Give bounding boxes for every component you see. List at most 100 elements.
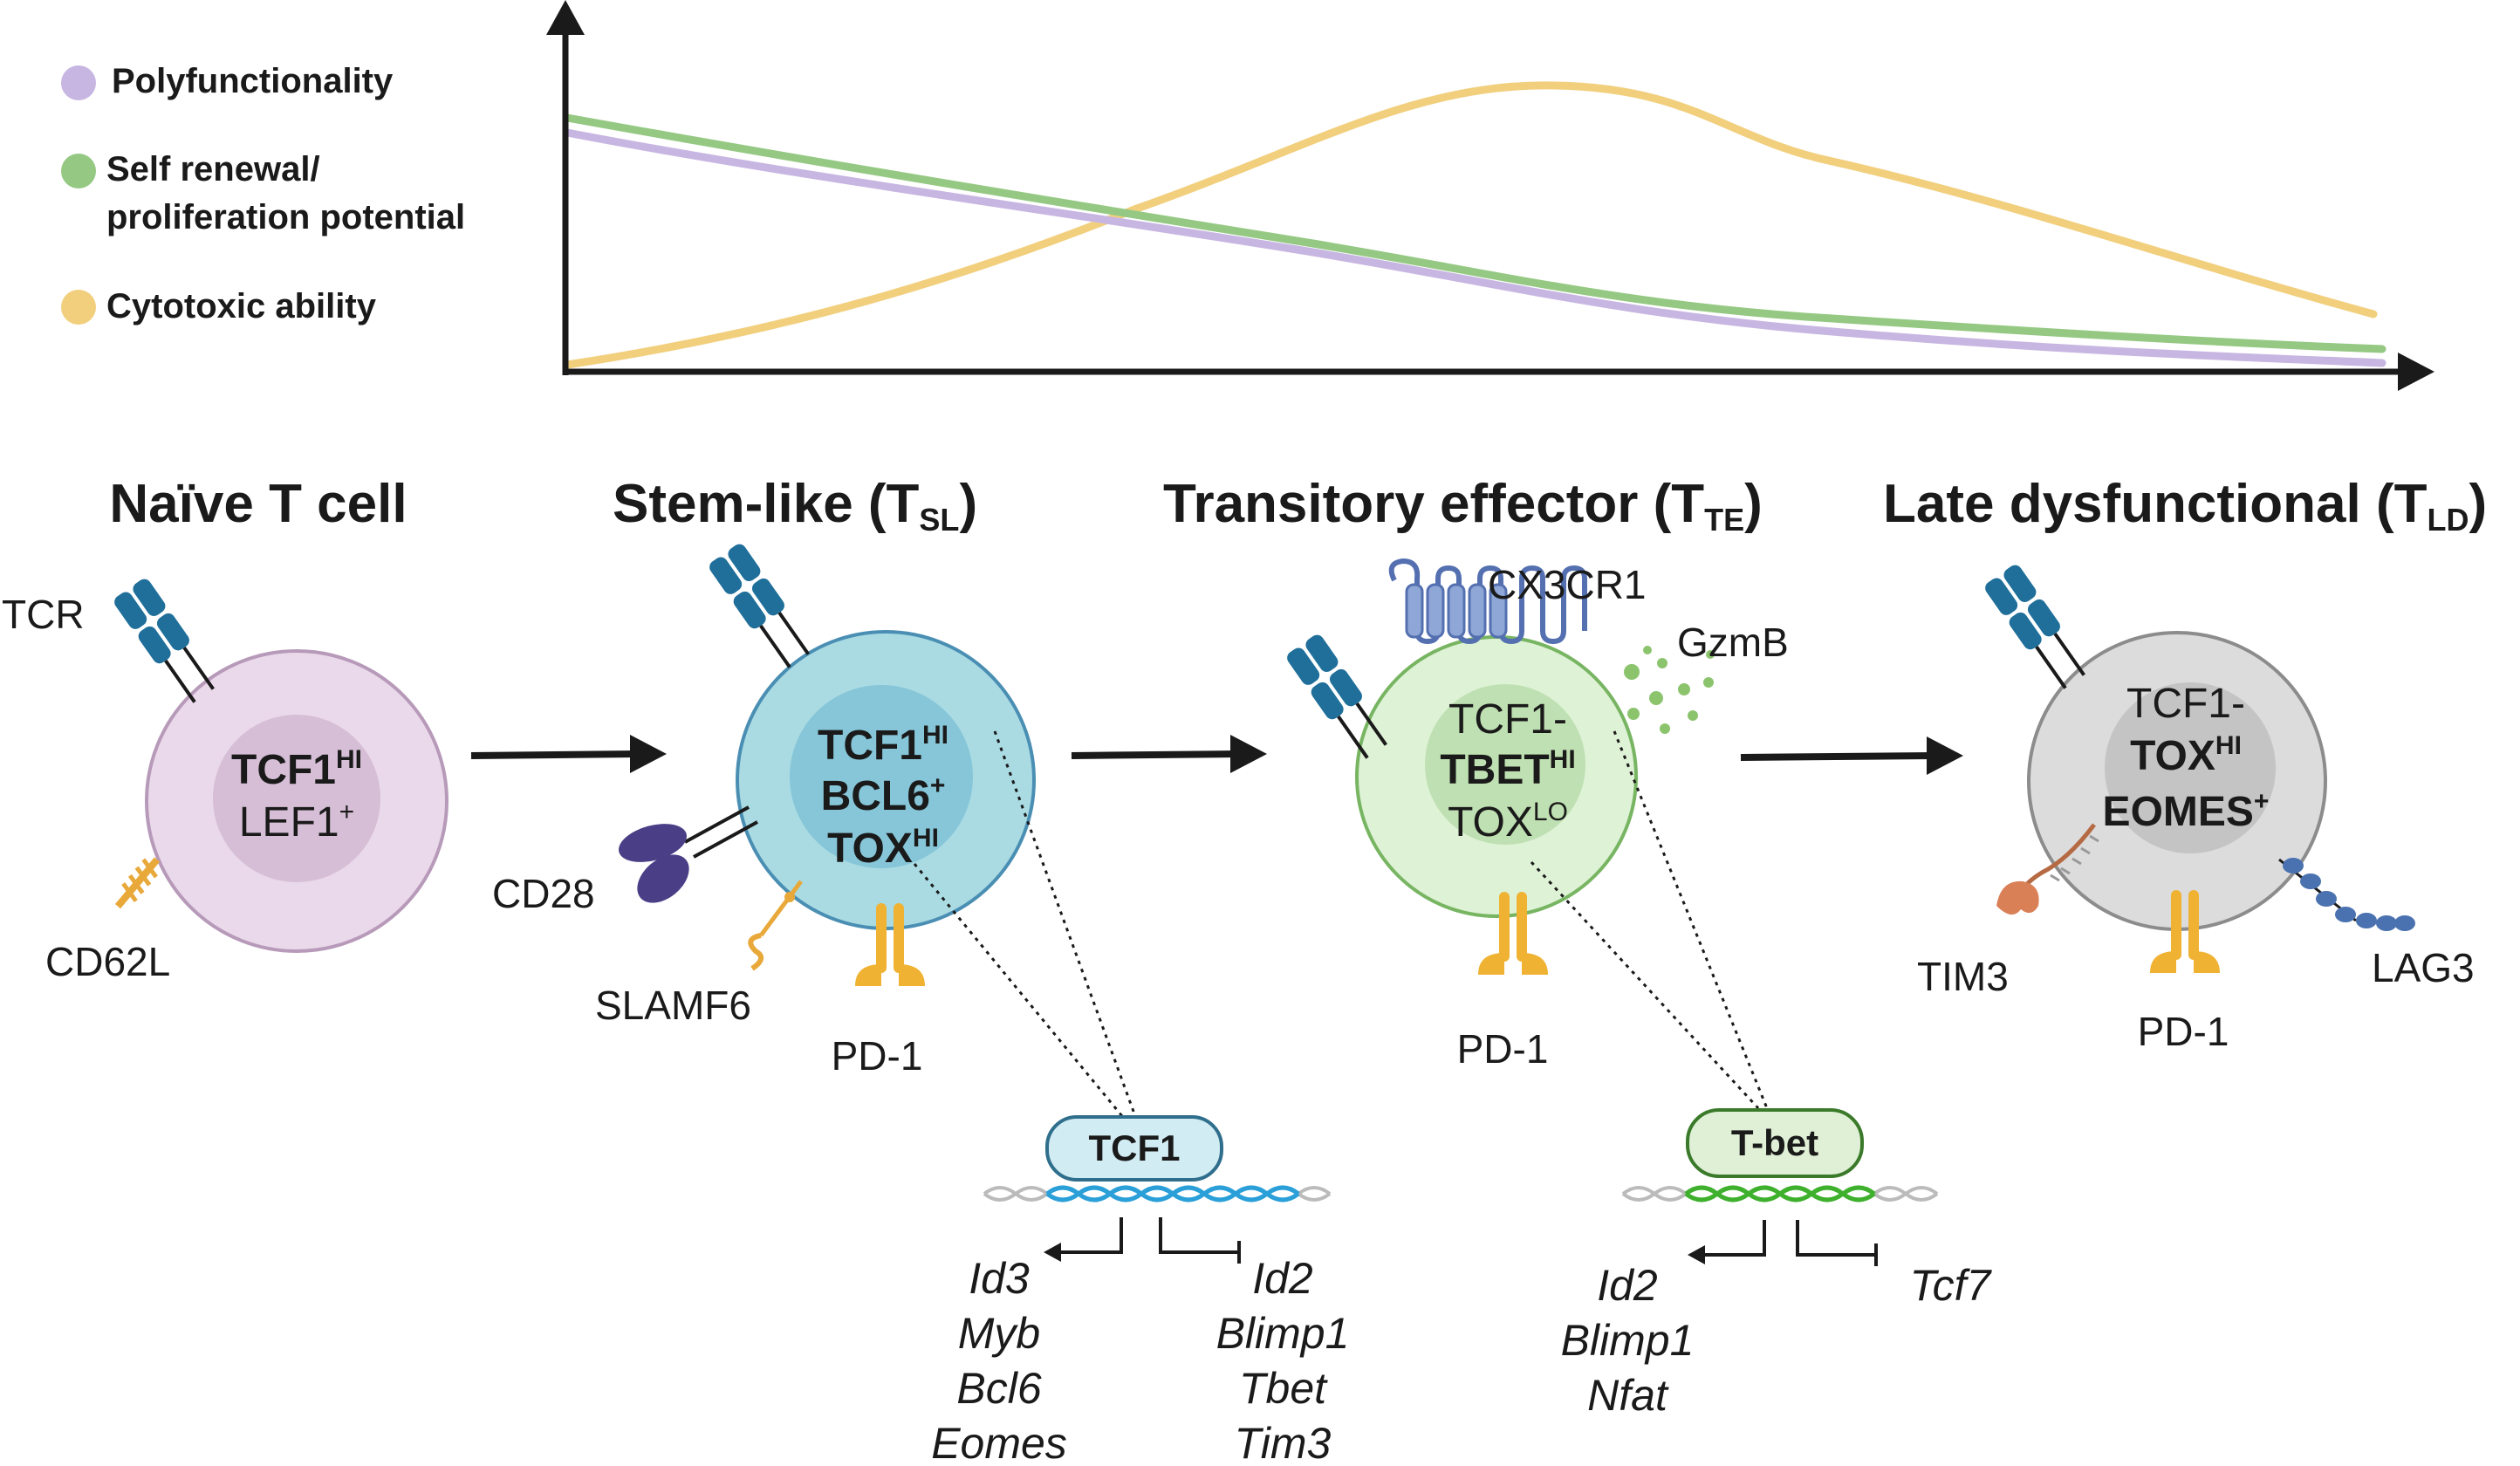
naive-marker-lef1: LEF1+: [239, 798, 354, 846]
naive-cd62l-icon: [114, 857, 161, 909]
stage-title-naive: Naïve T cell: [109, 474, 407, 534]
late-pd1-icon: [2150, 890, 2220, 973]
curve-self-renewal: [563, 113, 2386, 353]
tcf1-repression-line: [1159, 1217, 1239, 1254]
late-dysfunctional-t-cell: TCF1- TOXHI EOMES+ TIM3: [1917, 565, 2475, 1054]
naive-marker-tcf1: TCF1HI: [231, 745, 362, 793]
stage-title-transitory: Transitory effector (TTE): [1163, 474, 1763, 538]
tbet-factor-label: T-bet: [1731, 1122, 1818, 1163]
stem-label-pd1: PD-1: [832, 1033, 923, 1079]
tbet-factor-box: [1686, 1108, 1864, 1178]
stem-cd28-icon: [619, 805, 758, 903]
y-axis-arrowhead: [546, 0, 585, 35]
stage-title-stem-like-subscript: SL: [919, 502, 959, 538]
tbet-activated-gene: Blimp1: [1561, 1316, 1695, 1365]
legend-swatch-polyfunctionality: [61, 65, 96, 100]
stage-title-transitory-subscript: TE: [1704, 502, 1744, 538]
naive-cell-nucleus: [213, 715, 380, 882]
naive-t-cell: TCF1HI LEF1+ TCR CD62L: [2, 579, 449, 984]
stem-marker-tox: TOXHI: [827, 824, 939, 872]
stage-title-stem-like-close: ): [959, 474, 977, 534]
late-marker-tcf1: TCF1-: [2126, 681, 2245, 727]
stem-marker-tcf1: TCF1HI: [818, 721, 948, 769]
tcf1-repressed-gene: Tbet: [1239, 1364, 1328, 1413]
naive-label-cd62l: CD62L: [45, 939, 170, 984]
trend-plot: [546, 0, 2434, 391]
naive-tcr-icon: [114, 579, 215, 703]
transitory-effector-t-cell: TCF1- TBETHI TOXLO CX3CR1: [1287, 558, 1789, 1072]
transitory-marker-tbet: TBETHI: [1440, 745, 1575, 793]
late-marker-tox: TOXHI: [2130, 731, 2242, 779]
tcf1-dna-binding-site-strand: [1045, 1185, 1300, 1202]
stem-slamf6-icon: [748, 880, 804, 971]
legend: Polyfunctionality Self renewal/ prolifer…: [61, 62, 465, 325]
stem-tcr-icon: [709, 544, 810, 668]
stage-title-late-close: ): [2469, 474, 2487, 534]
legend-swatch-self-renewal: [61, 154, 96, 188]
tcf1-activated-gene: Myb: [958, 1309, 1040, 1358]
curve-polyfunctionality: [563, 128, 2386, 367]
curve-cytotoxic-ability: [563, 81, 2378, 369]
stage-title-late-text: Late dysfunctional (T: [1883, 474, 2428, 534]
transitory-label-gzmb: GzmB: [1677, 620, 1789, 665]
tbet-activated-gene: Id2: [1597, 1261, 1658, 1310]
stem-label-cd28: CD28: [492, 871, 595, 916]
late-cell-nucleus: [2105, 682, 2276, 853]
arrow-naive-to-stem: [470, 750, 638, 759]
late-label-tim3: TIM3: [1917, 954, 2009, 999]
transitory-cell-nucleus: [1425, 684, 1585, 845]
transitory-cx3cr1-icon: [1388, 558, 1587, 645]
legend-label-polyfunctionality: Polyfunctionality: [112, 62, 394, 100]
tbet-activated-gene: Nfat: [1587, 1371, 1669, 1420]
tbet-activation-arrow: [1700, 1220, 1766, 1257]
tcf1-repressed-gene: Blimp1: [1216, 1309, 1350, 1358]
naive-label-tcr: TCR: [2, 592, 85, 637]
stem-cell-nucleus: [790, 685, 973, 868]
arrow-stem-to-transitory: [1071, 750, 1238, 759]
arrow-transitory-to-late: [1740, 752, 1934, 761]
stem-pd1-icon: [855, 903, 925, 986]
tbet-dna-binding-site-strand: [1684, 1185, 1876, 1202]
transitory-marker-tcf1: TCF1-: [1448, 696, 1567, 743]
stage-title-late-subscript: LD: [2427, 502, 2469, 538]
tcf1-factor-box: [1045, 1115, 1223, 1182]
transitory-tcr-icon: [1287, 634, 1387, 759]
tcf1-repressed-gene: Id2: [1252, 1254, 1313, 1303]
late-marker-eomes: EOMES+: [2103, 787, 2270, 835]
late-tim3-icon: [1996, 823, 2099, 915]
tbet-repressed-gene: Tcf7: [1910, 1261, 1993, 1310]
stage-title-transitory-close: ): [1744, 474, 1763, 534]
tcf1-regulation: TCF1 Id3 Myb Bcl6 Eomes Id2 Blimp1 Tbet …: [931, 1115, 1350, 1466]
stage-title-stem-like-text: Stem-like (T: [613, 474, 920, 534]
stage-title-stem-like: Stem-like (TSL): [613, 474, 977, 538]
stage-title-transitory-text: Transitory effector (T: [1163, 474, 1704, 534]
late-lag3-icon: [2278, 858, 2415, 931]
legend-label-cytotoxic: Cytotoxic ability: [106, 287, 377, 325]
stage-title-late: Late dysfunctional (TLD): [1883, 474, 2487, 538]
tcf1-factor-label: TCF1: [1089, 1127, 1181, 1168]
arrow-transitory-to-late-head: [1927, 736, 1963, 775]
legend-label-self-renewal-line1: Self renewal/: [106, 150, 320, 188]
transitory-label-pd1: PD-1: [1457, 1026, 1549, 1072]
arrow-stem-to-transitory-head: [1230, 735, 1267, 773]
stem-like-t-cell: TCF1HI BCL6+ TOXHI CD28: [492, 544, 1036, 1079]
x-axis-arrowhead: [2398, 353, 2434, 391]
legend-label-self-renewal-line2: proliferation potential: [106, 198, 465, 236]
legend-swatch-cytotoxic: [61, 290, 96, 325]
tbet-activation-arrowhead: [1688, 1245, 1705, 1264]
transitory-marker-tox: TOXLO: [1448, 798, 1568, 846]
stem-label-slamf6: SLAMF6: [595, 983, 751, 1028]
tcf1-repressed-gene: Tim3: [1235, 1419, 1332, 1466]
late-label-lag3: LAG3: [2372, 945, 2475, 990]
late-label-pd1: PD-1: [2138, 1009, 2229, 1054]
tbet-repression-line: [1796, 1220, 1876, 1257]
tcf1-activated-gene: Eomes: [931, 1419, 1067, 1466]
stem-marker-bcl6: BCL6+: [821, 771, 946, 819]
transitory-label-cx3cr1: CX3CR1: [1488, 562, 1647, 607]
tcf1-activated-gene: Bcl6: [956, 1364, 1041, 1413]
progression-arrows: [470, 735, 1963, 775]
transitory-pd1-icon: [1478, 892, 1548, 975]
stage-titles: Naïve T cell Stem-like (TSL) Transitory …: [109, 474, 2487, 538]
tcf1-activation-arrow: [1056, 1217, 1123, 1254]
